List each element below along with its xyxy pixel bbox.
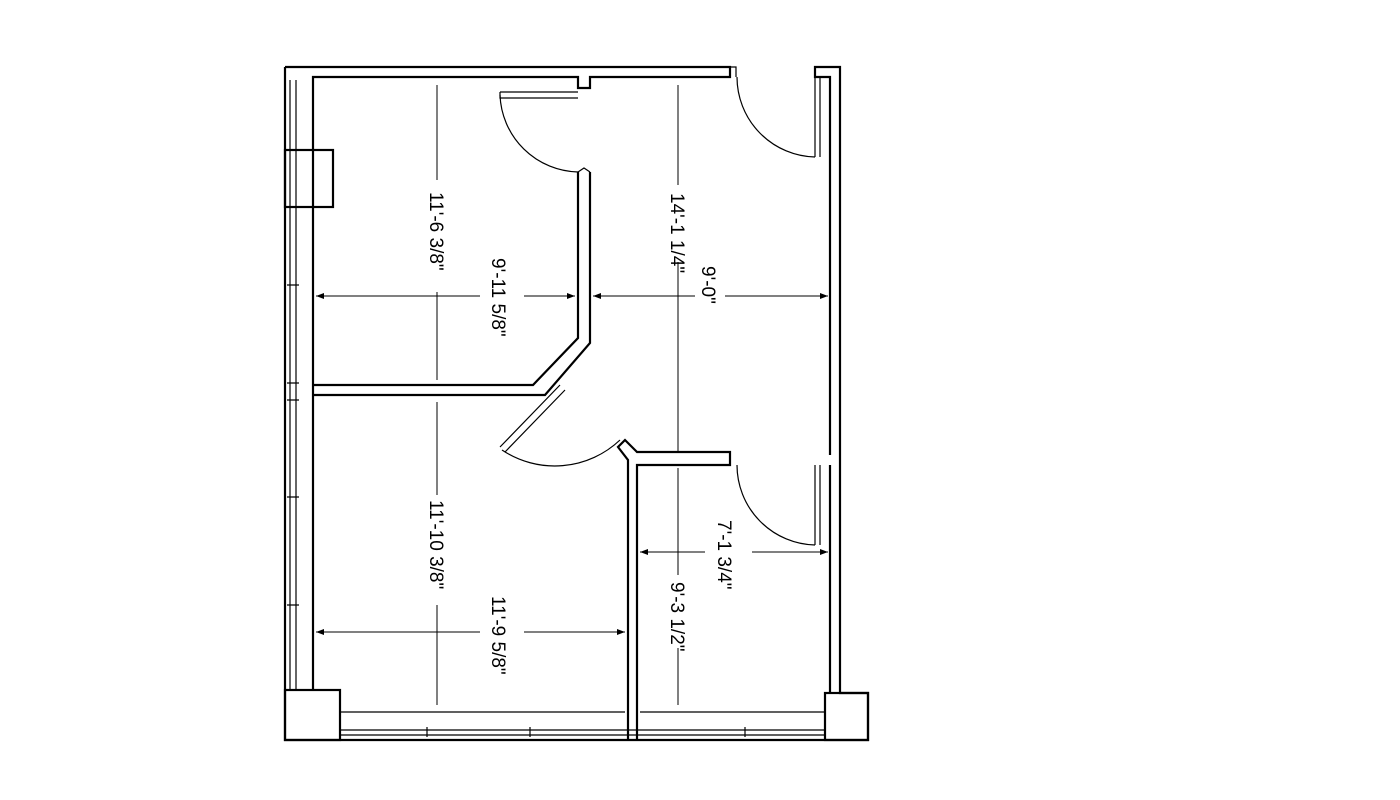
door-leaf-upper-left [499, 91, 578, 99]
left-windows [283, 80, 335, 690]
dim-upper-left-height: 11'-6 3/8" [425, 192, 446, 271]
dim-lower-right-height: 9'-3 1/2" [666, 582, 687, 652]
dim-lower-left-height: 11'-10 3/8" [425, 500, 446, 589]
door-leaf-lower-left [499, 384, 566, 453]
door-swing-lower-right [736, 464, 816, 546]
door-swing-lower-left [501, 439, 621, 467]
dimension-lines [316, 85, 828, 705]
column-bottom-right [823, 691, 870, 742]
dim-upper-right-height: 14'-1 1/4" [666, 193, 687, 273]
dim-lower-left-width: 11'-9 5/8" [487, 596, 508, 675]
dim-lower-right-width: 7'-1 3/4" [713, 520, 734, 590]
dimension-labels: 11'-6 3/8" 9'-11 5/8" 14'-1 1/4" 9'-0" 1… [425, 192, 734, 675]
door-swing-upper-left [499, 94, 579, 173]
doors [499, 76, 816, 546]
column-bottom-left [283, 688, 342, 742]
bottom-windows [283, 688, 870, 742]
exterior-walls [283, 65, 870, 742]
dim-upper-left-width: 9'-11 5/8" [487, 258, 508, 337]
door-swing-upper-right [736, 76, 816, 158]
column-left [283, 148, 335, 209]
interior-walls [313, 167, 732, 740]
dim-upper-right-width: 9'-0" [697, 266, 718, 304]
